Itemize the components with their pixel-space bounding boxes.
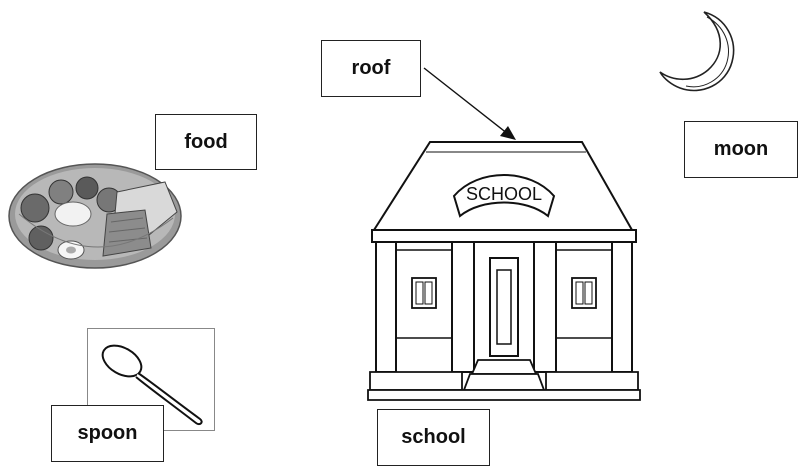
label-roof: roof <box>321 40 421 97</box>
moon-icon <box>652 6 744 98</box>
label-spoon: spoon <box>51 405 164 462</box>
school-building-icon: SCHOOL <box>366 138 642 404</box>
school-sign-text: SCHOOL <box>466 184 542 204</box>
food-plate-icon <box>5 152 187 274</box>
label-school: school <box>377 409 490 466</box>
label-food: food <box>155 114 257 170</box>
arrow-icon <box>420 66 520 146</box>
label-moon: moon <box>684 121 798 178</box>
